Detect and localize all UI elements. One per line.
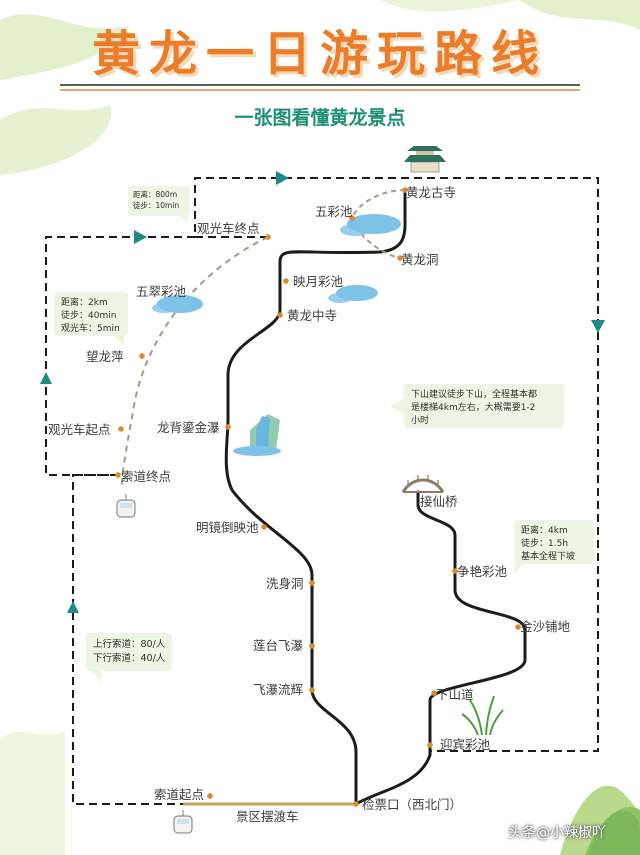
label-sightseeing-start: 观光车起点 — [48, 422, 111, 437]
label-cableway-end: 索道终点 — [121, 469, 171, 484]
mountain-icon — [588, 810, 640, 855]
marker-jinsha — [515, 624, 521, 630]
label-wucui-pool: 五翠彩池 — [136, 284, 187, 299]
marker-ancient-temple — [402, 187, 408, 193]
marker-yingbin — [427, 742, 433, 748]
wucai-pool-water-2 — [340, 224, 370, 236]
marker-cableway-end — [115, 472, 121, 478]
marker-ticket-gate — [353, 801, 359, 807]
label-ticket-gate: 检票口（西北门） — [362, 797, 462, 812]
watermark: 头条@小辣椒吖 — [508, 825, 606, 841]
cable-car-icon-bottom — [173, 810, 193, 834]
info-box-top-tail — [180, 216, 188, 224]
marker-zhengyan — [452, 568, 458, 574]
marker-sightseeing-terminal — [265, 234, 271, 240]
label-xishen-cave: 洗身洞 — [266, 576, 304, 591]
label-sightseeing-terminal: 观光车终点 — [197, 221, 260, 236]
info-line: 上行索道：80/人 — [93, 639, 166, 650]
label-cableway-start: 索道起点 — [154, 787, 204, 802]
label-wucai-pool: 五彩池 — [315, 204, 353, 219]
marker-longbei — [225, 424, 231, 430]
info-line: 小时 — [411, 416, 430, 426]
info-line: 下行索道：40/人 — [93, 653, 166, 664]
route-cableway — [121, 236, 269, 486]
info-box-top: 距离：800m 徒步：10min — [128, 186, 190, 216]
label-middle-temple: 黄龙中寺 — [287, 308, 337, 323]
label-zhengyan-pool: 争艳彩池 — [457, 564, 508, 579]
info-line: 下山建议徒步下山，全程基本都 — [411, 390, 538, 400]
marker-middle-temple — [277, 312, 283, 318]
marker-wanglong — [139, 353, 145, 359]
label-feipu-liuhui: 飞瀑流辉 — [253, 682, 303, 697]
route-cable-to-gate — [72, 474, 183, 805]
label-ancient-temple: 黄龙古寺 — [406, 185, 456, 200]
info-line: 距离：2km — [61, 298, 108, 308]
route-bus-left — [45, 236, 195, 476]
info-box-left: 距离：2km 徒步：40min 观光车：5min — [54, 292, 128, 336]
wucui-pool-water-2 — [152, 303, 176, 313]
label-descent-path: 下山道 — [436, 687, 474, 702]
info-line: 徒步：1.5h — [521, 539, 569, 549]
route-bus-loop-left — [194, 177, 599, 752]
marker-liantai — [309, 643, 315, 649]
info-line: 距离：800m — [133, 190, 178, 199]
marker-descent — [431, 690, 437, 696]
temple-icon — [404, 146, 446, 173]
info-line: 徒步：10min — [133, 201, 180, 210]
info-box-descent-tip: 下山建议徒步下山，全程基本都 是楼梯4km左右，大概需要1-2 小时 — [404, 384, 564, 428]
label-wanglong-ping: 望龙萍 — [86, 349, 124, 364]
arrow-lower-left-up — [67, 601, 79, 613]
label-mingjing-pool: 明镜倒映池 — [196, 520, 259, 535]
info-box-cable-tail — [92, 671, 102, 683]
page-subtitle: 一张图看懂黄龙景点 — [234, 107, 406, 129]
info-line: 徒步：40min — [61, 311, 117, 321]
info-box-cable: 上行索道：80/人 下行索道：40/人 — [86, 633, 172, 671]
info-box-descent-tail — [390, 398, 404, 414]
marker-sightseeing-start — [118, 426, 124, 432]
marker-yingyue-pool — [283, 278, 289, 284]
info-line: 距离：4km — [521, 526, 568, 536]
label-yingyue-pool: 映月彩池 — [293, 274, 344, 289]
marker-feipu — [309, 687, 315, 693]
cable-car-icon-top — [116, 494, 136, 518]
info-box-right: 距离：4km 徒步：1.5h 基本全程下坡 — [514, 520, 594, 564]
page-title: 黄龙一日游玩路线 — [91, 26, 548, 82]
route-wucai-loop — [350, 189, 406, 259]
marker-huanglong-cave — [397, 255, 403, 261]
arrow-top-left — [134, 230, 147, 244]
info-box-right-tail — [514, 564, 524, 574]
label-jiexian-bridge: 接仙桥 — [420, 494, 458, 509]
marker-xishen — [309, 580, 315, 586]
arrow-left-up — [40, 372, 52, 384]
label-huanglong-cave: 黄龙洞 — [401, 252, 439, 267]
grass-icon — [461, 695, 504, 736]
marker-mingjing — [261, 524, 267, 530]
info-line: 是楼梯4km左右，大概需要1-2 — [411, 403, 536, 413]
info-line: 观光车：5min — [61, 324, 120, 334]
info-box-left-tail — [114, 336, 124, 346]
bridge-icon — [401, 475, 445, 493]
arrow-top-right — [276, 171, 289, 185]
label-jinsha-terrace: 金沙铺地 — [520, 619, 571, 634]
label-yingbin-pool: 迎宾彩池 — [440, 737, 491, 752]
marker-cableway-start — [207, 793, 213, 799]
yingyue-pool-water-2 — [328, 293, 352, 303]
label-liantai-waterfall: 莲台飞瀑 — [253, 638, 304, 653]
label-longbei-waterfall: 龙背鎏金瀑 — [157, 420, 220, 435]
arrow-right-down — [591, 320, 605, 333]
label-ferry-bus: 景区摆渡车 — [236, 809, 299, 824]
route-descent — [354, 490, 527, 806]
marker-wucai-pool — [349, 215, 355, 221]
info-line: 基本全程下坡 — [521, 552, 576, 562]
waterfall-icon — [233, 414, 281, 456]
